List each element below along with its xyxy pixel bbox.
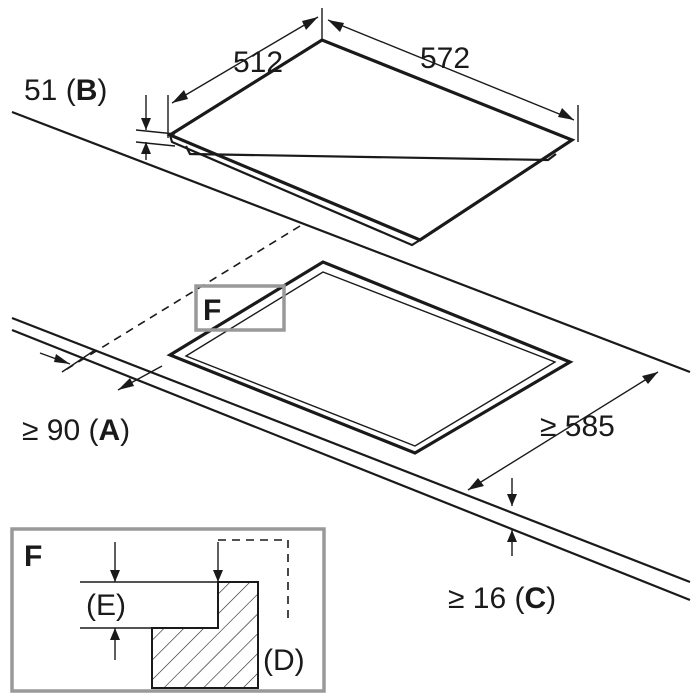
dimension-cutout-depth-label: ≥ 585 [540, 410, 615, 443]
detail-marker: F [194, 284, 286, 332]
dimension-depth: 572 [327, 19, 579, 142]
dimension-worktop-thickness-close: ) [546, 582, 556, 615]
detail-marker-box [194, 284, 286, 332]
dimension-front-clearance-value: ≥ 90 ( [22, 414, 99, 447]
dimension-front-clearance: ≥ 90 (A) [22, 349, 163, 447]
hob-glass-thickness [168, 134, 421, 247]
worktop-front-top-edge [11, 316, 691, 584]
dimension-worktop-thickness: ≥ 16 (C) [448, 478, 556, 615]
hob-base-edge [185, 145, 557, 162]
dimension-worktop-thickness-value: ≥ 16 ( [448, 582, 525, 615]
dimension-width: 512 [167, 8, 323, 138]
detail-e-label: (E) [86, 589, 126, 622]
dimension-height: 51 (B) [24, 74, 176, 160]
hob [166, 38, 576, 247]
dimension-front-clearance-close: ) [120, 414, 130, 447]
detail-d-label: (D) [263, 644, 305, 677]
dimension-height-close: ) [97, 74, 107, 107]
hob-glass-top [166, 38, 576, 242]
worktop [11, 110, 691, 602]
detail-marker-label: F [203, 294, 221, 327]
detail-hob-outline [218, 539, 289, 622]
detail-inset: F (E) (D) [10, 527, 326, 693]
cutout-outer-edge [166, 260, 574, 455]
dimension-width-label: 512 [233, 46, 283, 79]
dimension-height-value: 51 ( [24, 74, 76, 107]
worktop-back-edge [11, 110, 691, 374]
dimension-front-clearance-label: ≥ 90 (A) [22, 414, 130, 447]
worktop-front-bottom-edge [11, 328, 691, 602]
dimension-worktop-thickness-label: ≥ 16 (C) [448, 582, 556, 615]
dimension-height-letter: B [76, 74, 98, 107]
dimension-front-clearance-letter: A [99, 414, 121, 447]
detail-inset-title: F [24, 540, 42, 573]
dimension-cutout-depth: ≥ 585 [467, 371, 659, 491]
worktop-side-hidden-edge [61, 225, 301, 373]
dimension-height-label: 51 (B) [24, 74, 107, 107]
detail-worktop-section [151, 581, 259, 689]
detail-inset-frame [10, 527, 326, 693]
dimension-depth-label: 572 [420, 42, 470, 75]
dimension-worktop-thickness-letter: C [525, 582, 547, 615]
cutout-inner-edge [184, 271, 557, 447]
worktop-cutout [166, 260, 574, 455]
hob-right-edge [419, 139, 573, 241]
